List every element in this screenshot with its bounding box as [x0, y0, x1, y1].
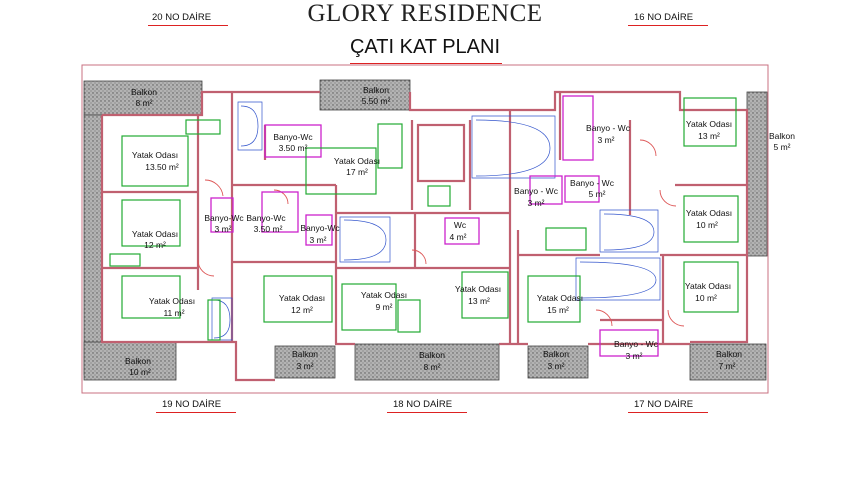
- room-label: Banyo-Wc: [246, 213, 286, 223]
- furniture: [109, 97, 739, 341]
- room-label: Yatak Odası: [686, 208, 732, 218]
- room-label: Yatak Odası: [132, 150, 178, 160]
- room-label: Yatak Odası: [537, 293, 583, 303]
- room-label: 12 m²: [291, 305, 313, 315]
- room-label: Yatak Odası: [361, 290, 407, 300]
- unit-label-17: 17 NO DAİRE: [634, 399, 694, 410]
- balcony-bottom-3a: [274, 345, 336, 379]
- room-label: 8 m²: [424, 362, 441, 372]
- room-label: 12 m²: [144, 240, 166, 250]
- unit-line-19: [156, 412, 236, 413]
- room-label: 3 m²: [310, 235, 327, 245]
- room-label: Banyo-Wc: [300, 223, 340, 233]
- room-label: 13 m²: [468, 296, 490, 306]
- room-labels: Balkon 8 m² Balkon 5.50 m² Balkon 5 m² Y…: [125, 85, 795, 377]
- room-label: Yatak Odası: [132, 229, 178, 239]
- room-label: 13.50 m²: [145, 162, 179, 172]
- balcony-left-strip: [83, 114, 103, 376]
- room-label: 10 m²: [129, 367, 151, 377]
- balcony-bottom-right: [689, 343, 767, 381]
- balcony-top-center: [319, 79, 411, 111]
- balcony-right: [746, 91, 768, 257]
- room-label: Yatak Odası: [334, 156, 380, 166]
- room-label: 3 m²: [297, 361, 314, 371]
- room-label: 3.50 m²: [254, 224, 283, 234]
- room-label: Balkon: [419, 350, 445, 360]
- bathrooms: [210, 95, 659, 357]
- room-label: 7 m²: [719, 361, 736, 371]
- room-label: Banyo-Wc: [273, 132, 313, 142]
- room-label: Yatak Odası: [455, 284, 501, 294]
- unit-label-19: 19 NO DAİRE: [162, 399, 222, 410]
- subtitle-underline: [350, 63, 502, 64]
- room-label: Yatak Odası: [685, 281, 731, 291]
- room-label: Banyo-Wc: [204, 213, 244, 223]
- unit-line-17: [628, 412, 708, 413]
- room-label: Balkon: [125, 356, 151, 366]
- room-label: Balkon: [363, 85, 389, 95]
- unit-line-20: [148, 25, 228, 26]
- balcony-bottom-3b: [527, 345, 589, 379]
- room-label: 11 m²: [163, 308, 184, 318]
- unit-label-16: 16 NO DAİRE: [634, 12, 694, 23]
- room-label: Balkon: [292, 349, 318, 359]
- room-label: 4 m²: [450, 232, 467, 242]
- room-label: 3 m²: [528, 198, 545, 208]
- room-label: 3.50 m²: [279, 143, 308, 153]
- unit-line-16: [628, 25, 708, 26]
- room-label: 5.50 m²: [362, 96, 391, 106]
- room-label: Banyo - Wc: [570, 178, 615, 188]
- room-label: 10 m²: [696, 220, 718, 230]
- room-label: Banyo - Wc: [514, 186, 559, 196]
- room-label: 3 m²: [215, 224, 232, 234]
- room-label-balkon-tl: Balkon: [131, 87, 157, 97]
- room-label: 5 m²: [774, 142, 791, 152]
- unit-line-18: [387, 412, 467, 413]
- room-label: 13 m²: [698, 131, 720, 141]
- room-label: 17 m²: [346, 167, 368, 177]
- room-label: Banyo - Wc: [586, 123, 631, 133]
- room-label: 3 m²: [548, 361, 565, 371]
- walls: [100, 90, 749, 382]
- room-label: Yatak Odası: [686, 119, 732, 129]
- balcony-bottom-8: [354, 343, 500, 381]
- room-label: Balkon: [716, 349, 742, 359]
- balcony-bottom-left: [83, 341, 177, 381]
- page-title: GLORY RESIDENCE: [307, 0, 543, 27]
- room-label: 3 m²: [598, 135, 615, 145]
- room-label: Balkon: [769, 131, 795, 141]
- room-label: Yatak Odası: [279, 293, 325, 303]
- room-label: Yatak Odası: [149, 296, 195, 306]
- room-label: 5 m²: [589, 189, 606, 199]
- stairs: [211, 101, 661, 341]
- unit-label-20: 20 NO DAİRE: [152, 12, 212, 23]
- room-label: 3 m²: [626, 351, 643, 361]
- room-label: 15 m²: [547, 305, 569, 315]
- unit-label-18: 18 NO DAİRE: [393, 399, 453, 410]
- plan-frame: [81, 64, 769, 394]
- plan-subtitle: ÇATI KAT PLANI: [349, 36, 501, 58]
- room-label: Wc: [454, 220, 467, 230]
- balconies: [83, 79, 768, 381]
- doors: [197, 139, 685, 327]
- room-label: Balkon: [543, 349, 569, 359]
- room-label: 8 m²: [136, 98, 153, 108]
- room-label: Banyo - Wc: [614, 339, 659, 349]
- room-label: 9 m²: [376, 302, 393, 312]
- room-label: 10 m²: [695, 293, 717, 303]
